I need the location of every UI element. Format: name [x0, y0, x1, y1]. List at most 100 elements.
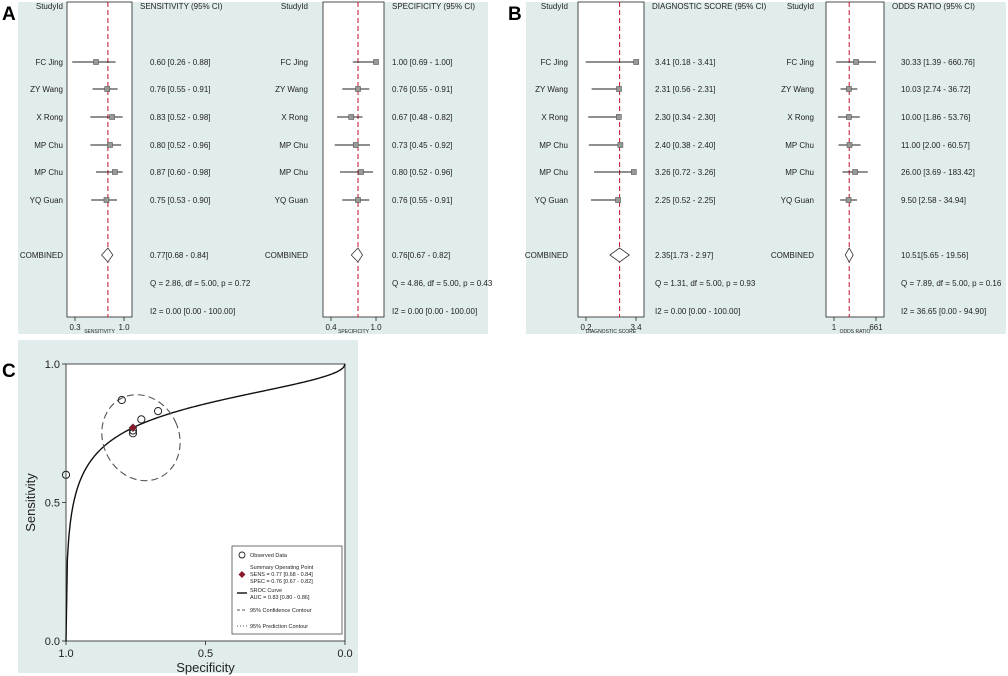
sroc-curve — [65, 363, 346, 642]
study-name: X Rong — [36, 113, 63, 122]
study-point-estimate — [373, 59, 379, 65]
confidence-contour — [101, 394, 181, 482]
study-point-estimate — [845, 197, 852, 203]
axis-tick-label: 1.0 — [118, 323, 130, 332]
axis-title: ODDS RATIO — [840, 329, 871, 335]
combined-diamond — [844, 247, 854, 263]
heterogeneity-i2: I2 = 0.00 [0.00 - 100.00] — [655, 307, 740, 316]
study-point-estimate — [107, 142, 113, 148]
forest-plot-area — [66, 1, 133, 318]
study-id-header: StudyId — [541, 2, 568, 11]
axis-tick-label: 661 — [869, 323, 883, 332]
study-estimate-label: 11.00 [2.00 - 60.57] — [901, 141, 970, 150]
study-point-estimate — [104, 86, 110, 92]
study-name: FC Jing — [280, 58, 308, 67]
study-estimate-label: 1.00 [0.69 - 1.00] — [392, 58, 453, 67]
study-point-estimate — [616, 114, 622, 120]
study-point-estimate — [617, 142, 624, 148]
study-point-estimate — [846, 114, 852, 120]
combined-label: COMBINED — [20, 251, 63, 260]
study-id-header: StudyId — [281, 2, 308, 11]
heterogeneity-q: Q = 2.86, df = 5.00, p = 0.72 — [150, 279, 251, 288]
observed-point — [117, 395, 126, 405]
study-estimate-label: 26.00 [3.69 - 183.42] — [901, 168, 975, 177]
study-estimate-label: 10.00 [1.86 - 53.76] — [901, 113, 970, 122]
panel-letter: A — [2, 4, 16, 25]
axis-tick-label: 1 — [832, 323, 837, 332]
legend-summary-marker — [238, 571, 246, 578]
axis-tick-label: 1.0 — [370, 323, 382, 332]
study-estimate-label: 3.26 [0.72 - 3.26] — [655, 168, 716, 177]
heterogeneity-q: Q = 7.89, df = 5.00, p = 0.16 — [901, 279, 1002, 288]
x-tick-label: 0.5 — [198, 648, 213, 660]
combined-label: COMBINED — [265, 251, 308, 260]
study-name: MP Chu — [34, 168, 63, 177]
study-point-estimate — [615, 197, 621, 203]
measure-header: SPECIFICITY (95% CI) — [392, 2, 475, 11]
study-name: X Rong — [787, 113, 814, 122]
study-estimate-label: 10.03 [2.74 - 36.72] — [901, 85, 970, 94]
heterogeneity-i2: I2 = 36.65 [0.00 - 94.90] — [901, 307, 986, 316]
panel-letter: C — [2, 361, 16, 382]
legend-summary-spec: SPEC = 0.76 [0.67 - 0.82] — [250, 579, 313, 585]
study-name: ZY Wang — [535, 85, 568, 94]
study-point-estimate — [355, 86, 361, 92]
combined-estimate-label: 0.77[0.68 - 0.84] — [150, 251, 208, 260]
heterogeneity-q: Q = 4.86, df = 5.00, p = 0.43 — [392, 279, 493, 288]
legend-summary-sens: SENS = 0.77 [0.68 - 0.84] — [250, 572, 313, 578]
study-name: ZY Wang — [275, 85, 308, 94]
combined-diamond — [609, 247, 630, 263]
forest-plot-2: StudyId SPECIFICITY (95% CI) FC Jing 1.00 [… — [265, 1, 493, 335]
study-name: X Rong — [541, 113, 568, 122]
combined-diamond — [101, 247, 114, 263]
y-tick-label: 1.0 — [45, 359, 60, 371]
study-estimate-label: 2.25 [0.52 - 2.25] — [655, 196, 716, 205]
study-estimate-label: 3.41 [0.18 - 3.41] — [655, 58, 716, 67]
study-estimate-label: 9.50 [2.58 - 34.94] — [901, 196, 966, 205]
axis-tick-label: 0.4 — [325, 323, 337, 332]
study-estimate-label: 0.73 [0.45 - 0.92] — [392, 141, 453, 150]
y-axis-title: Sensitivity — [23, 473, 38, 532]
measure-header: DIAGNOSTIC SCORE (95% CI) — [652, 2, 767, 11]
study-estimate-label: 0.87 [0.60 - 0.98] — [150, 168, 211, 177]
study-estimate-label: 2.30 [0.34 - 2.30] — [655, 113, 716, 122]
heterogeneity-i2: I2 = 0.00 [0.00 - 100.00] — [392, 307, 477, 316]
study-estimate-label: 2.40 [0.38 - 2.40] — [655, 141, 716, 150]
study-point-estimate — [103, 197, 110, 203]
study-estimate-label: 2.31 [0.56 - 2.31] — [655, 85, 716, 94]
legend-confidence-label: 95% Confidence Contour — [250, 608, 312, 614]
measure-header: ODDS RATIO (95% CI) — [892, 2, 975, 11]
legend-sroc-auc: AUC = 0.83 [0.80 - 0.86] — [250, 595, 310, 601]
combined-estimate-label: 2.35[1.73 - 2.97] — [655, 251, 713, 260]
heterogeneity-q: Q = 1.31, df = 5.00, p = 0.93 — [655, 279, 756, 288]
axis-title: DIAGNOSTIC SCORE — [586, 329, 637, 335]
y-tick-label: 0.0 — [45, 636, 60, 648]
legend-observed-label: Observed Data — [250, 553, 288, 559]
observed-point — [61, 470, 71, 479]
study-estimate-label: 0.80 [0.52 - 0.96] — [392, 168, 453, 177]
forest-plot-area — [322, 1, 385, 318]
study-point-estimate — [852, 169, 858, 175]
axis-title: SPECIFICITY — [338, 329, 370, 335]
y-tick-label: 0.5 — [45, 498, 60, 510]
heterogeneity-i2: I2 = 0.00 [0.00 - 100.00] — [150, 307, 235, 316]
study-point-estimate — [352, 142, 359, 148]
study-name: FC Jing — [35, 58, 63, 67]
study-point-estimate — [112, 169, 118, 175]
panel-letter: B — [508, 4, 522, 25]
study-estimate-label: 0.60 [0.26 - 0.88] — [150, 58, 211, 67]
study-estimate-label: 0.76 [0.55 - 0.91] — [392, 196, 453, 205]
measure-header: SENSITIVITY (95% CI) — [140, 2, 223, 11]
study-name: MP Chu — [539, 141, 568, 150]
study-name: ZY Wang — [30, 85, 63, 94]
study-point-estimate — [846, 142, 853, 148]
forest-plot-area — [825, 1, 885, 318]
study-name: YQ Guan — [30, 196, 63, 205]
study-name: MP Chu — [279, 168, 308, 177]
study-point-estimate — [631, 169, 637, 175]
